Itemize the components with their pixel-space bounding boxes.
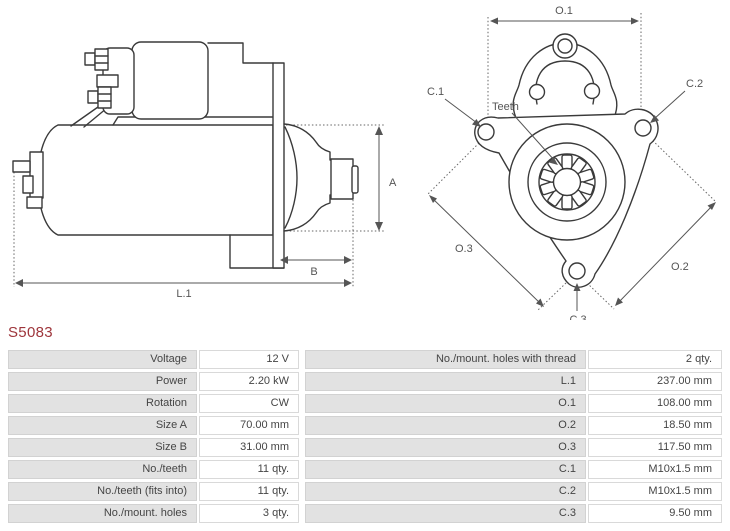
spec-value-cell: 70.00 mm bbox=[199, 416, 299, 435]
terminal-strap bbox=[70, 106, 108, 128]
solenoid-step-bracket bbox=[207, 42, 274, 64]
spec-label-cell: Rotation bbox=[8, 394, 197, 413]
spec-table-left: Voltage 12 V Power 2.20 kW Rotation CW S… bbox=[8, 350, 299, 523]
spec-value-cell: 12 V bbox=[199, 350, 299, 369]
leader-teeth: Teeth bbox=[492, 101, 558, 165]
terminal-nut-lower bbox=[97, 86, 112, 109]
spec-label-cell: Power bbox=[8, 372, 197, 391]
spec-value-cell: 3 qty. bbox=[199, 504, 299, 523]
spec-value-cell: 31.00 mm bbox=[199, 438, 299, 457]
spec-table-right: No./mount. holes with thread 2 qty. L.1 … bbox=[305, 350, 722, 523]
spec-label-cell: O.3 bbox=[305, 438, 586, 457]
shaft-bore bbox=[552, 167, 582, 197]
terminal-nut-lower-facets bbox=[97, 93, 112, 102]
dimension-l1: L.1 bbox=[15, 279, 352, 300]
mounting-flange-side bbox=[272, 62, 285, 269]
extension-o3-bottom bbox=[537, 282, 567, 311]
spec-value-cell: 237.00 mm bbox=[588, 372, 722, 391]
top-lug-hole bbox=[557, 38, 573, 54]
extension-o2-bottom bbox=[586, 282, 615, 310]
dimension-b-label: B bbox=[310, 266, 317, 278]
bell-hole-left bbox=[528, 83, 546, 101]
technical-drawing: A B L.1 bbox=[12, 5, 717, 320]
saddle-plate bbox=[112, 116, 274, 126]
part-number: S5083 bbox=[8, 324, 53, 341]
extension-o3-top bbox=[427, 142, 480, 195]
spec-value-cell: 108.00 mm bbox=[588, 394, 722, 413]
spec-value-cell: 2.20 kW bbox=[199, 372, 299, 391]
front-view-drawing: O.1 C.1 C.2 Teeth bbox=[427, 5, 717, 320]
dimension-o2-label: O.2 bbox=[671, 261, 689, 273]
leader-c3-label: C.3 bbox=[569, 314, 586, 320]
terminal-stud-lower bbox=[87, 90, 99, 104]
spec-value-cell: 2 qty. bbox=[588, 350, 722, 369]
dimension-o3: O.3 bbox=[429, 195, 544, 307]
extension-o2-top bbox=[649, 137, 717, 203]
spec-label-cell: C.3 bbox=[305, 504, 586, 523]
spec-value-cell: 11 qty. bbox=[199, 482, 299, 501]
dimension-o1-label: O.1 bbox=[555, 5, 573, 17]
leader-c3: C.3 bbox=[569, 283, 587, 320]
mount-hole-c1 bbox=[477, 123, 495, 141]
dimension-l1-label: L.1 bbox=[176, 288, 191, 300]
rear-stud-lower bbox=[26, 196, 43, 209]
spec-label-cell: C.1 bbox=[305, 460, 586, 479]
spec-label-cell: No./teeth (fits into) bbox=[8, 482, 197, 501]
spec-value-cell: M10x1.5 mm bbox=[588, 482, 722, 501]
rear-stud-upper bbox=[12, 160, 31, 173]
rear-bolt bbox=[22, 175, 34, 194]
spec-label-cell: L.1 bbox=[305, 372, 586, 391]
spec-value-cell: 18.50 mm bbox=[588, 416, 722, 435]
leader-c2: C.2 bbox=[650, 78, 703, 123]
spec-label-cell: Voltage bbox=[8, 350, 197, 369]
terminal-stud-upper bbox=[84, 52, 96, 66]
spec-label-cell: Size A bbox=[8, 416, 197, 435]
spec-value-cell: 9.50 mm bbox=[588, 504, 722, 523]
drive-housing-top bbox=[283, 123, 333, 161]
pinion-shaft-tip bbox=[351, 165, 359, 194]
dimension-o1: O.1 bbox=[490, 5, 639, 25]
motor-body bbox=[37, 124, 274, 236]
bottom-bracket bbox=[229, 234, 285, 269]
spec-value-cell: CW bbox=[199, 394, 299, 413]
pinion-gear-side bbox=[330, 158, 354, 200]
dimension-b: B bbox=[280, 256, 352, 278]
side-view-drawing: A B L.1 bbox=[12, 41, 397, 300]
spec-label-cell: No./mount. holes bbox=[8, 504, 197, 523]
dimension-o2: O.2 bbox=[615, 202, 716, 306]
spec-value-cell: 11 qty. bbox=[199, 460, 299, 479]
mount-hole-c3 bbox=[568, 262, 586, 280]
spec-label-cell: O.1 bbox=[305, 394, 586, 413]
bell-hole-right bbox=[583, 82, 601, 100]
spec-value-cell: M10x1.5 mm bbox=[588, 460, 722, 479]
spec-label-cell: No./mount. holes with thread bbox=[305, 350, 586, 369]
dimension-o3-label: O.3 bbox=[455, 243, 473, 255]
leader-c2-label: C.2 bbox=[686, 78, 703, 90]
spec-label-cell: O.2 bbox=[305, 416, 586, 435]
dimension-a-label: A bbox=[389, 177, 397, 189]
leader-teeth-label: Teeth bbox=[492, 101, 519, 113]
terminal-tab bbox=[96, 74, 119, 88]
leader-c1: C.1 bbox=[427, 86, 481, 127]
terminal-nut-upper-facets bbox=[94, 55, 109, 64]
mount-hole-c2 bbox=[634, 119, 652, 137]
spec-label-cell: C.2 bbox=[305, 482, 586, 501]
terminal-nut-upper bbox=[94, 48, 109, 71]
pinion-gear-front bbox=[539, 154, 595, 210]
drive-housing-arc bbox=[284, 126, 298, 229]
dimension-a: A bbox=[375, 126, 397, 231]
spec-value-cell: 117.50 mm bbox=[588, 438, 722, 457]
drive-housing-bottom bbox=[283, 194, 333, 232]
solenoid bbox=[131, 41, 209, 120]
spec-label-cell: Size B bbox=[8, 438, 197, 457]
leader-c1-label: C.1 bbox=[427, 86, 444, 98]
spec-label-cell: No./teeth bbox=[8, 460, 197, 479]
